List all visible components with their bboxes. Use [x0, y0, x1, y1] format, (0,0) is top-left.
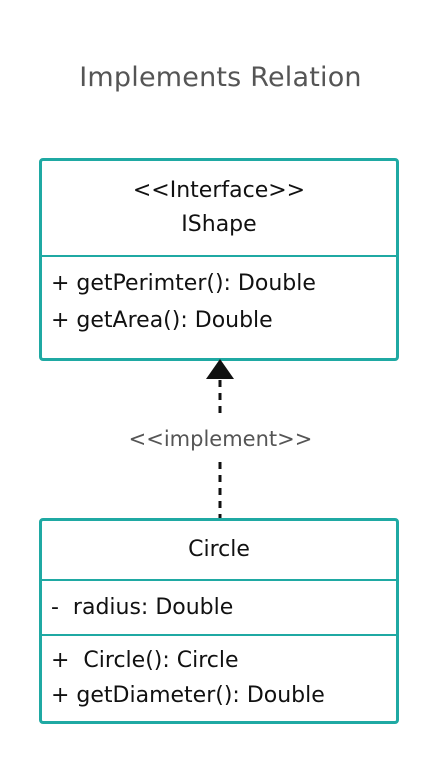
class-box-circle[interactable]: Circle - radius: Double + Circle(): Circ…: [39, 518, 399, 724]
interface-header: <<Interface>> IShape: [42, 161, 396, 257]
arrowhead: [206, 359, 234, 379]
class-method: + getDiameter(): Double: [51, 683, 325, 708]
class-attribute: - radius: Double: [51, 595, 234, 620]
class-method: + Circle(): Circle: [51, 648, 239, 673]
interface-method: + getArea(): Double: [51, 308, 273, 333]
class-name: Circle: [188, 537, 250, 562]
implement-label: <<implement>>: [128, 427, 313, 451]
interface-stereotype: <<Interface>>: [132, 178, 306, 203]
diagram-title: Implements Relation: [79, 62, 362, 93]
class-methods: + Circle(): Circle + getDiameter(): Doub…: [42, 636, 396, 713]
class-attributes: - radius: Double: [42, 581, 396, 636]
interface-name: IShape: [181, 212, 257, 237]
interface-method: + getPerimter(): Double: [51, 271, 316, 296]
interface-box-ishape[interactable]: <<Interface>> IShape + getPerimter(): Do…: [39, 158, 399, 361]
class-header: Circle: [42, 521, 396, 581]
interface-methods: + getPerimter(): Double + getArea(): Dou…: [42, 257, 396, 339]
